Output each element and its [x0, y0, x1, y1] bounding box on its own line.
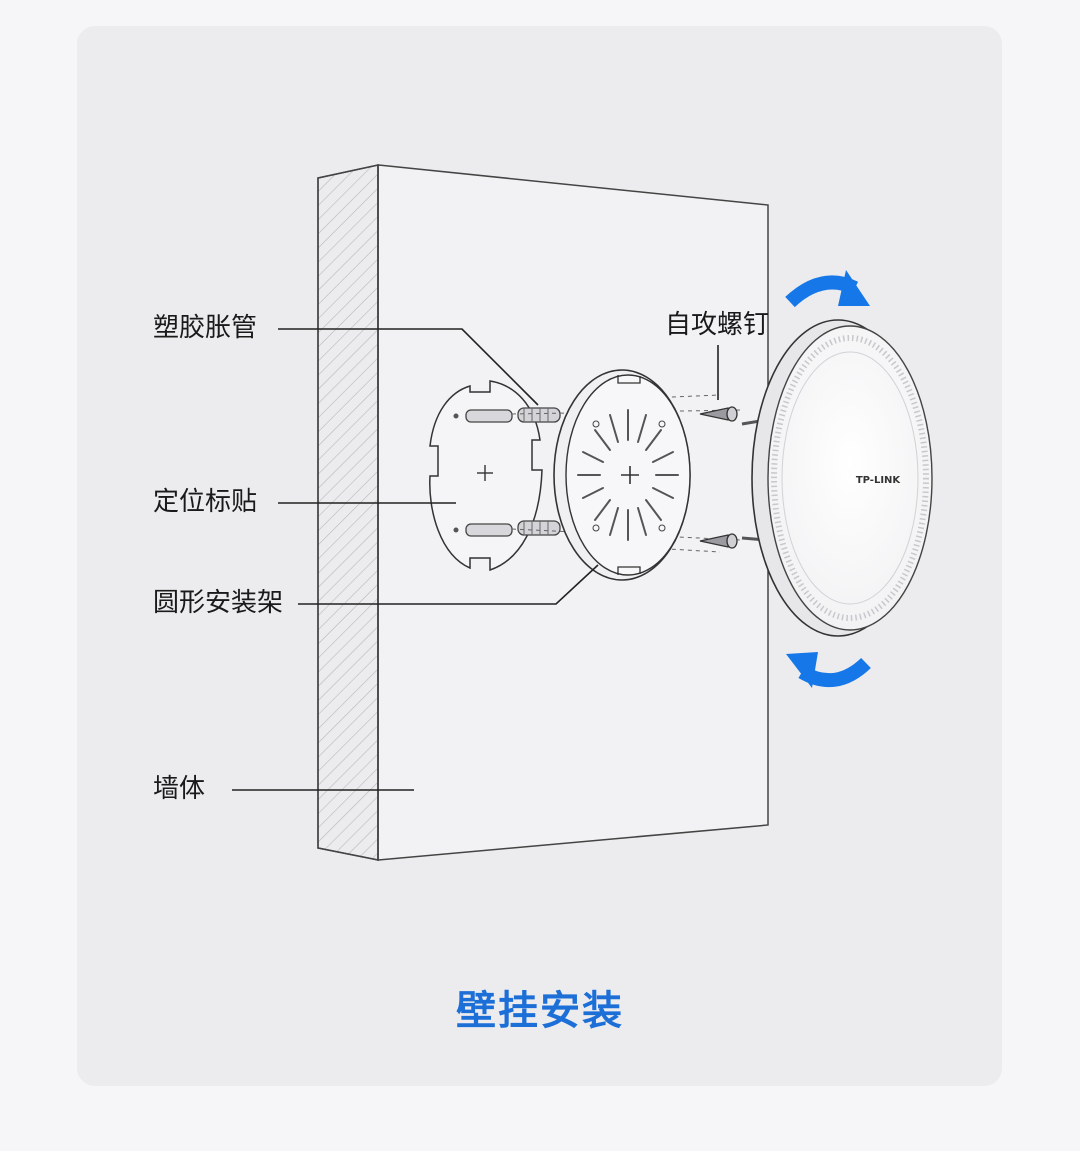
- label-wall: 墙体: [153, 774, 206, 804]
- leader-lines: [232, 328, 719, 791]
- access-point: [751, 319, 933, 637]
- label-plastic-anchor: 塑胶胀管: [153, 313, 258, 343]
- device-brand: TP-LINK: [856, 475, 902, 486]
- label-circular-bracket: 圆形安装架: [153, 588, 284, 618]
- label-self-tapping-screw: 自攻螺钉: [665, 310, 770, 340]
- circular-bracket: [553, 369, 691, 581]
- rotate-clockwise-icon: [785, 270, 870, 308]
- label-positioning-sticker: 定位标贴: [153, 487, 258, 517]
- plastic-anchors: [517, 407, 561, 536]
- rotate-counterclockwise-icon: [786, 652, 871, 688]
- wall: [317, 164, 769, 861]
- caption-title: 壁挂安装: [456, 988, 624, 1034]
